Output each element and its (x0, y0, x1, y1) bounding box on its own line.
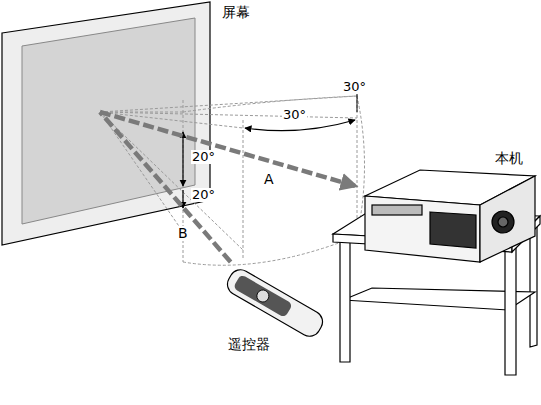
path-label: A (262, 172, 276, 187)
projector (365, 170, 535, 262)
signal-path (100, 112, 355, 186)
angle-tick (357, 92, 358, 112)
screen: 屏幕 (0, 0, 212, 247)
remote-unit: 遥控器 (222, 262, 322, 357)
signal-path (100, 112, 231, 262)
node-label: 屏幕 (222, 4, 250, 22)
angle-arrow (182, 150, 183, 186)
angle-arrow (182, 190, 183, 208)
node-label: 本机 (495, 150, 523, 168)
path-label: B (176, 226, 190, 241)
projector-unit: 本机 (355, 150, 539, 275)
angle-label: 30° (342, 80, 367, 94)
angle-label: 30° (282, 108, 307, 122)
angle-guides (100, 90, 365, 265)
angle-label: 20° (191, 150, 216, 164)
screen-frame (2, 2, 210, 245)
remote-control (223, 266, 326, 341)
node-label: 遥控器 (228, 336, 270, 354)
angle-label: 20° (191, 188, 216, 202)
